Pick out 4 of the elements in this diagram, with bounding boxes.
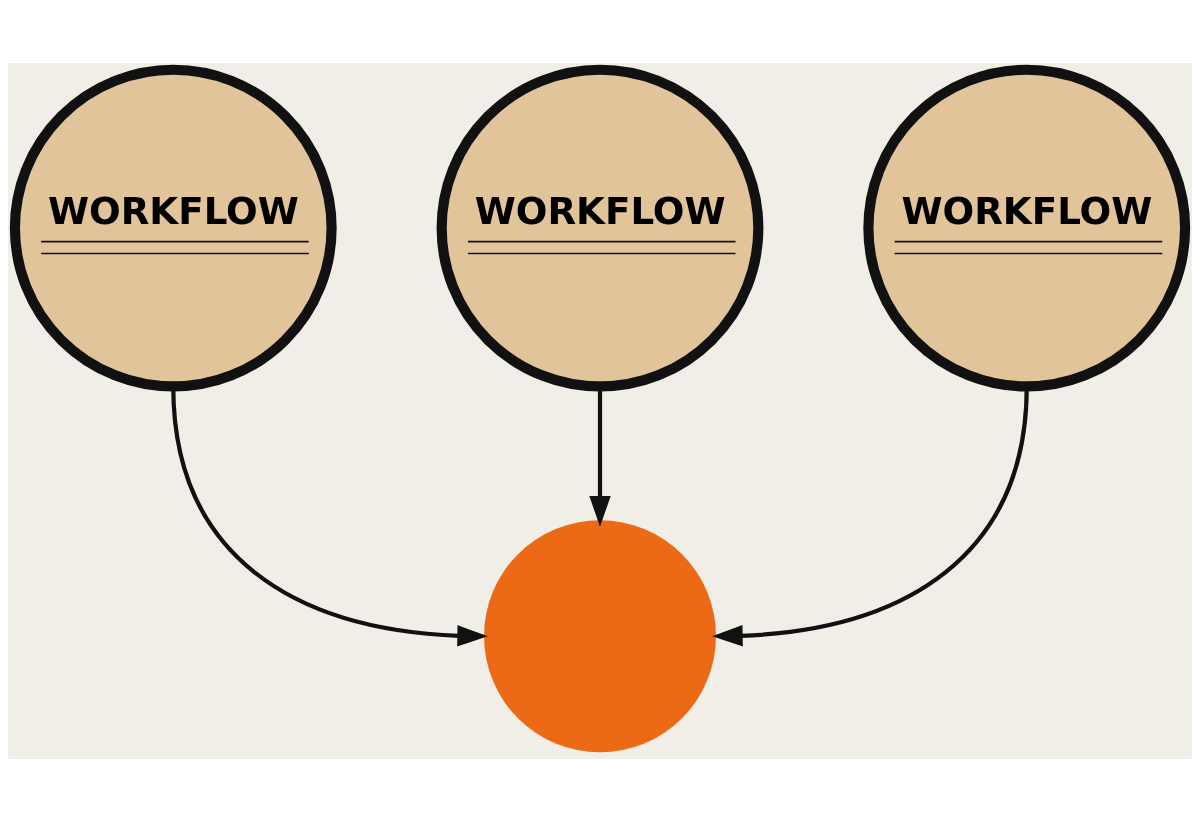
node-circle (484, 519, 716, 752)
node-circle: WORKFLOW (436, 64, 764, 392)
node-circle: WORKFLOW (9, 64, 337, 392)
node-circle: WORKFLOW (863, 64, 1191, 392)
